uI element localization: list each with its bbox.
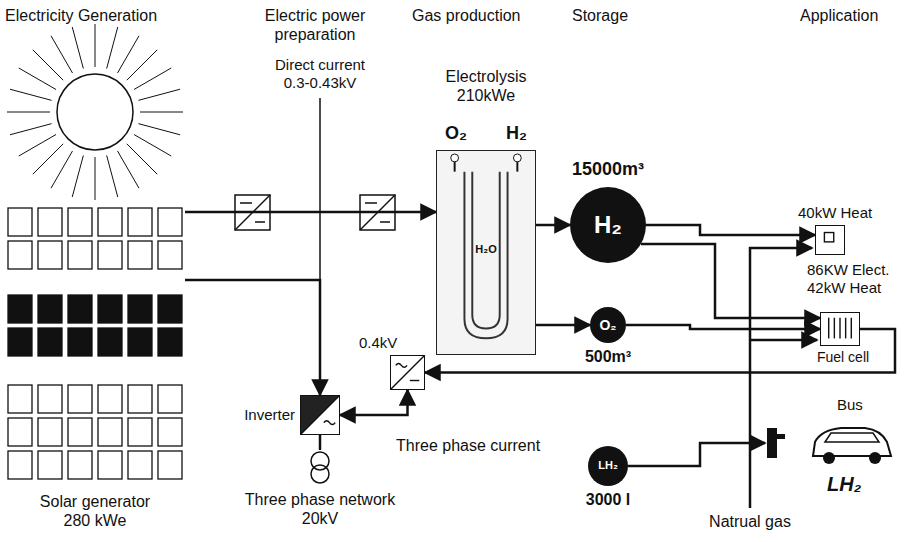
electrolysis-cell: Electrolysis 210kWeO₂H₂H₂O xyxy=(436,150,536,355)
node-text: O₂ xyxy=(590,317,626,334)
node-text: Three phase current xyxy=(396,436,540,455)
node-text: 86KW Elect. 42kW Heat xyxy=(807,261,907,297)
node-text: Bus xyxy=(837,396,863,414)
rectifier: 0.4kVThree phase current xyxy=(390,355,425,390)
rectifier-symbol xyxy=(391,356,424,389)
connector xyxy=(641,244,820,318)
connector xyxy=(340,390,408,415)
connector xyxy=(185,280,320,395)
solar-panels xyxy=(8,208,182,479)
node-text: 500m³ xyxy=(578,347,638,366)
node-text: LH₂ xyxy=(588,459,628,472)
section-heading: Electricity Generation xyxy=(5,6,157,25)
transformer-symbol xyxy=(305,450,335,485)
connector xyxy=(628,443,765,466)
connector xyxy=(536,224,570,227)
node-text: H₂ xyxy=(506,123,527,145)
connector xyxy=(185,211,436,214)
bus-station: BusLH₂ xyxy=(765,418,895,468)
section-heading: Storage xyxy=(572,6,628,25)
bus-station-symbol xyxy=(765,418,895,468)
connector xyxy=(319,435,322,450)
fuel-cell-symbol xyxy=(821,313,859,345)
fuel-cell: 86KW Elect. 42kW HeatFuel cell xyxy=(820,312,860,346)
dc-bus-line xyxy=(319,98,321,280)
oxygen-tank: O₂500m³ xyxy=(590,307,626,343)
connector xyxy=(646,225,815,235)
node-text: 3000 l xyxy=(573,490,643,509)
hydrogen-tank: 15000m³H₂ xyxy=(570,187,646,263)
heater: 40kW Heat xyxy=(815,225,845,255)
connector xyxy=(536,324,590,327)
natural-gas-line xyxy=(750,248,817,508)
section-heading: Gas production xyxy=(412,6,521,25)
node-text: Fuel cell xyxy=(817,349,869,366)
node-text: O₂ xyxy=(445,123,467,145)
node-text: 0.4kV xyxy=(359,334,397,352)
connector xyxy=(626,325,820,329)
node-text: H₂O xyxy=(437,243,535,256)
transformer: Three phase network 20kV xyxy=(305,450,335,485)
inverter: Inverter xyxy=(300,395,340,435)
node-text: 40kW Heat xyxy=(798,204,872,222)
node-text: Three phase network 20kV xyxy=(237,490,403,528)
heater-symbol xyxy=(816,226,844,254)
node-text: H₂ xyxy=(570,211,646,240)
node-text: 15000m³ xyxy=(560,159,656,181)
node-text: LH₂ xyxy=(827,472,861,496)
section-heading: Application xyxy=(800,6,878,25)
node-text: Solar generator 280 kWe xyxy=(5,492,185,530)
node-text: Electrolysis 210kWe xyxy=(437,67,535,105)
sun xyxy=(7,24,183,200)
section-heading: Electric power preparation xyxy=(240,6,390,44)
annotation: Direct current 0.3-0.43kV xyxy=(262,56,378,92)
liquid-hydrogen-tank: LH₂3000 l xyxy=(588,446,628,486)
solar-generator: Solar generator 280 kWe xyxy=(5,205,185,530)
inverter-symbol xyxy=(301,396,339,434)
node-text: Inverter xyxy=(231,406,295,424)
annotation: Natrual gas xyxy=(705,512,795,531)
